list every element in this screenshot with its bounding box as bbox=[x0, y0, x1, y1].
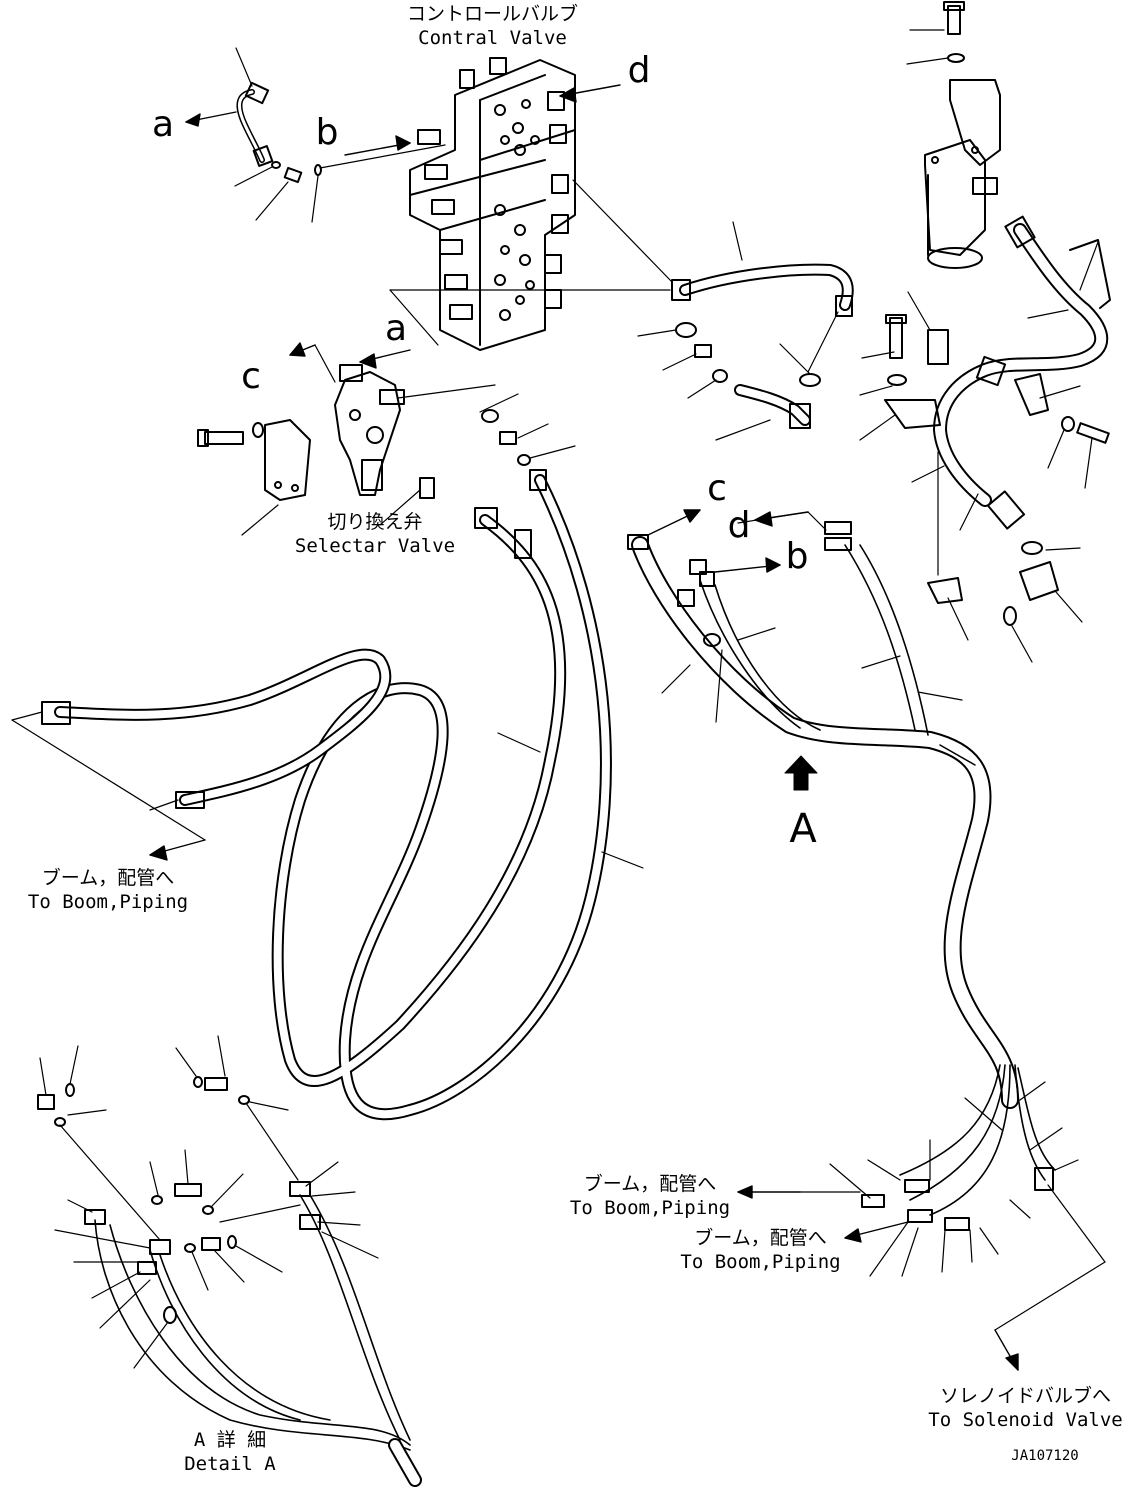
to-boom-right1-label-jp: ブーム，配管へ bbox=[583, 1173, 717, 1195]
drawing-id: JA107120 bbox=[1011, 1448, 1079, 1464]
filter-hose bbox=[859, 215, 1111, 663]
top-left-hose bbox=[234, 47, 446, 223]
filter-unit bbox=[906, 1, 1001, 269]
to-boom-right2-label-jp: ブーム，配管へ bbox=[694, 1227, 827, 1249]
ref-d-top: d bbox=[627, 50, 651, 91]
control-valve-label-en: Contral Valve bbox=[418, 27, 567, 49]
view-a-label: A bbox=[789, 806, 817, 852]
right-hose-bundle bbox=[627, 511, 1106, 1331]
ref-d-right: d bbox=[727, 505, 751, 546]
selector-valve bbox=[197, 344, 496, 536]
ref-c-mid: c bbox=[241, 356, 261, 397]
to-solenoid-label-jp: ソレノイドバルブへ bbox=[939, 1385, 1111, 1407]
to-boom-left-label-en: To Boom,Piping bbox=[27, 891, 189, 913]
upper-hose bbox=[389, 179, 854, 441]
selector-hose-loop bbox=[11, 393, 644, 1121]
ref-a-top: a bbox=[151, 104, 175, 145]
view-a-arrow bbox=[784, 755, 818, 791]
selector-valve-label-en: Selectar Valve bbox=[294, 535, 456, 557]
ref-b-right: b bbox=[785, 536, 809, 577]
ref-b-top: b bbox=[315, 112, 339, 153]
to-solenoid-label-en: To Solenoid Valve bbox=[928, 1409, 1123, 1431]
to-boom-left-label-jp: ブーム，配管へ bbox=[41, 867, 175, 889]
detail-a-label-en: Detail A bbox=[184, 1453, 276, 1475]
selector-valve-label-jp: 切り換え弁 bbox=[327, 511, 423, 533]
to-boom-right2-label-en: To Boom,Piping bbox=[680, 1251, 841, 1273]
control-valve bbox=[409, 57, 576, 351]
ref-c-right: c bbox=[707, 468, 727, 509]
ref-a-mid: a bbox=[384, 308, 408, 349]
to-boom-right1-label-en: To Boom,Piping bbox=[569, 1197, 731, 1219]
leader-arrows bbox=[149, 84, 1019, 1371]
detail-a-drawing bbox=[37, 1035, 422, 1487]
detail-a-label-jp: A 詳 細 bbox=[193, 1429, 267, 1451]
control-valve-label-jp: コントロールバルブ bbox=[406, 3, 578, 25]
